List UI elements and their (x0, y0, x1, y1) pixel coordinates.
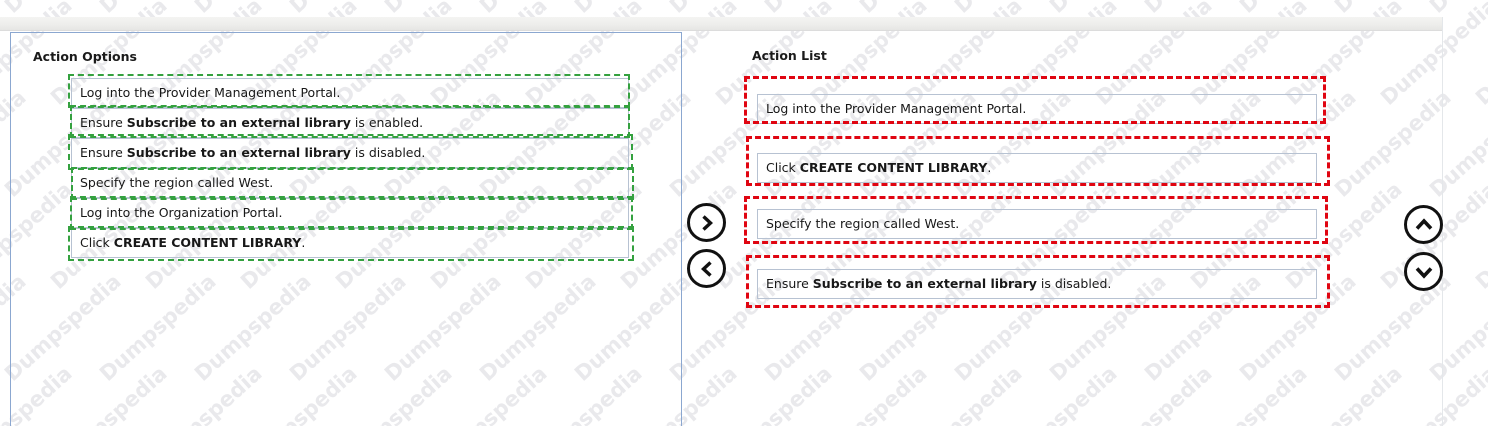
move-left-chevron-icon (698, 260, 716, 278)
move-down-chevron-icon (1414, 263, 1434, 281)
watermark-text: Dumpspedia (950, 0, 1076, 18)
watermark-text: Dumpspedia (855, 0, 981, 18)
watermark-text: Dumpspedia (475, 0, 601, 18)
move-left-button[interactable] (687, 249, 726, 288)
watermark-text: Dumpspedia (1186, 361, 1312, 426)
action-list-item[interactable]: Log into the Provider Management Portal. (757, 94, 1317, 124)
item-label: Log into the Provider Management Portal. (80, 84, 341, 100)
watermark-text: Dumpspedia (1235, 0, 1361, 18)
watermark-text: Dumpspedia (806, 361, 932, 426)
watermark-text: Dumpspedia (0, 0, 31, 18)
item-label: Log into the Organization Portal. (80, 204, 283, 220)
watermark-text: Dumpspedia (1425, 0, 1488, 18)
watermark-text: Dumpspedia (1281, 361, 1407, 426)
action-option-item[interactable]: Ensure Subscribe to an external library … (71, 138, 629, 168)
watermark-text: Dumpspedia (190, 0, 316, 18)
watermark-text: Dumpspedia (1045, 0, 1171, 18)
action-list-item[interactable]: Click CREATE CONTENT LIBRARY. (757, 153, 1317, 183)
watermark-text: Dumpspedia (1330, 0, 1456, 18)
watermark-text: Dumpspedia (1376, 361, 1488, 426)
item-label: Specify the region called West. (80, 174, 274, 190)
top-chrome-band-edge (0, 30, 1443, 31)
watermark-text: Dumpspedia (1091, 361, 1217, 426)
move-right-chevron-icon (698, 214, 716, 232)
item-label: Click CREATE CONTENT LIBRARY. (766, 159, 992, 175)
watermark-text: Dumpspedia (711, 361, 837, 426)
watermark-text: Dumpspedia (996, 361, 1122, 426)
watermark-text: Dumpspedia (665, 0, 791, 18)
watermark-text: Dumpspedia (285, 0, 411, 18)
watermark-text: Dumpspedia (1330, 269, 1456, 386)
action-option-item[interactable]: Log into the Provider Management Portal. (71, 78, 629, 108)
watermark-text: Dumpspedia (1471, 361, 1488, 426)
item-label: Ensure Subscribe to an external library … (80, 114, 424, 130)
action-option-item[interactable]: Specify the region called West. (71, 168, 629, 198)
item-label: Ensure Subscribe to an external library … (80, 144, 426, 160)
item-label: Log into the Provider Management Portal. (766, 100, 1027, 116)
item-label: Click CREATE CONTENT LIBRARY. (80, 234, 306, 250)
move-down-button[interactable] (1404, 252, 1443, 291)
action-options-heading: Action Options (33, 49, 137, 64)
watermark-text: Dumpspedia (570, 0, 696, 18)
item-label: Ensure Subscribe to an external library … (766, 275, 1112, 291)
move-right-button[interactable] (687, 203, 726, 242)
watermark-text: Dumpspedia (901, 361, 1027, 426)
top-chrome-band (0, 17, 1443, 30)
watermark-text: Dumpspedia (1425, 85, 1488, 202)
action-option-item[interactable]: Click CREATE CONTENT LIBRARY. (71, 228, 629, 258)
move-up-chevron-icon (1414, 216, 1434, 234)
watermark-text: Dumpspedia (760, 0, 886, 18)
watermark-text: Dumpspedia (0, 0, 126, 18)
action-options-pane (10, 32, 682, 426)
action-list-heading: Action List (752, 48, 827, 63)
watermark-text: Dumpspedia (1471, 177, 1488, 294)
watermark-text: Dumpspedia (95, 0, 221, 18)
action-option-item[interactable]: Ensure Subscribe to an external library … (71, 108, 629, 138)
move-up-button[interactable] (1404, 205, 1443, 244)
watermark-text: Dumpspedia (380, 0, 506, 18)
action-list-item[interactable]: Ensure Subscribe to an external library … (757, 269, 1317, 299)
item-label: Specify the region called West. (766, 215, 960, 231)
watermark-text: Dumpspedia (1330, 85, 1456, 202)
watermark-text: Dumpspedia (1140, 0, 1266, 18)
action-option-item[interactable]: Log into the Organization Portal. (71, 198, 629, 228)
action-list-item[interactable]: Specify the region called West. (757, 209, 1317, 239)
watermark-text: Dumpspedia (1471, 0, 1488, 110)
